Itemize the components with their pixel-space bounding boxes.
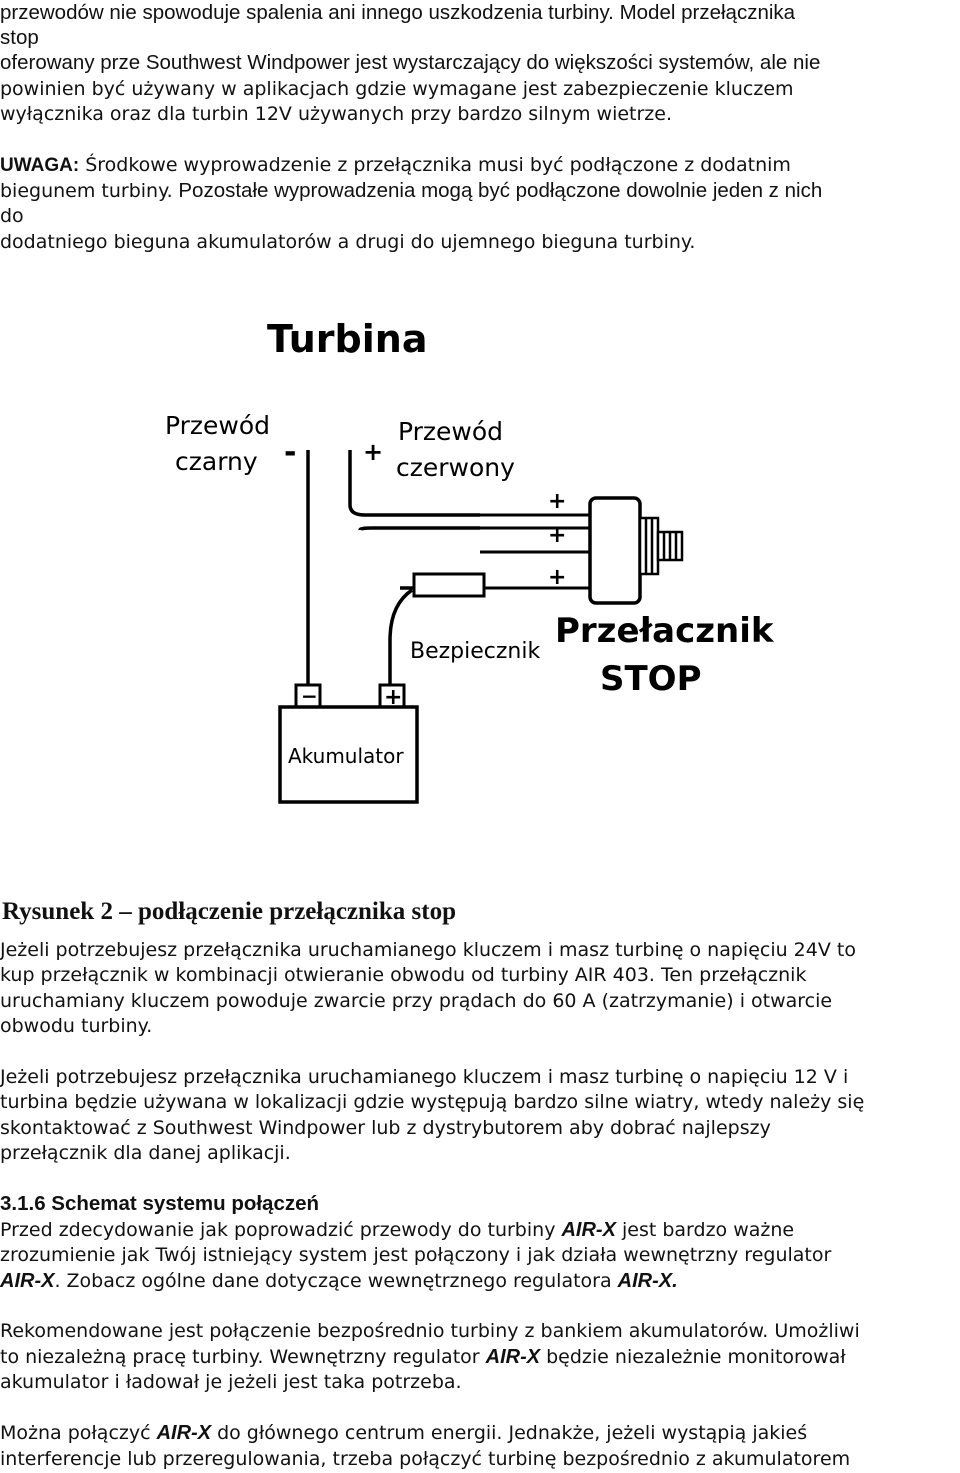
switch-leads (480, 513, 590, 590)
intro-line-1: przewodów nie spowoduje spalenia ani inn… (0, 1, 796, 24)
warning-label: UWAGA: (0, 155, 80, 176)
black-wire-label-1: Przewód (165, 411, 270, 440)
warning-line-2: biegunem turbiny. Pozostałe wyprowadzeni… (0, 179, 823, 202)
battery-plus-label: + (384, 685, 402, 710)
para1-line-4: obwodu turbiny. (0, 1015, 153, 1037)
para2-line-4: przełącznik dla danej aplikacji. (0, 1142, 291, 1164)
para3-line-2: to niezależną pracę turbiny. Wewnętrzny … (0, 1346, 846, 1368)
plus-label-1: + (548, 489, 566, 514)
fuse-label: Bezpiecznik (410, 639, 540, 664)
para2-line-2: turbina będzie używana w lokalizacji gdz… (0, 1091, 865, 1113)
black-wire-label-2: czarny (175, 447, 258, 476)
warning-line-1: UWAGA: Środkowe wyprowadzenie z przełącz… (0, 154, 791, 176)
para4-line-1: Można połączyć AIR-X do głównego centrum… (0, 1422, 808, 1444)
battery-minus-label: − (301, 684, 318, 708)
para3-line-3: akumulator i ładował je jeżeli jest taka… (0, 1371, 462, 1393)
battery-icon (278, 705, 419, 804)
para2-line-1: Jeżeli potrzebujesz przełącznika urucham… (0, 1066, 849, 1088)
figure-caption: Rysunek 2 – podłączenie przełącznika sto… (2, 898, 456, 925)
minus-label: - (284, 435, 296, 470)
switch-label-1: Przełacznik (555, 611, 775, 651)
intro-line-5: wyłącznika oraz dla turbin 12V używanych… (0, 103, 672, 125)
plus-label-3: + (548, 565, 566, 590)
fuse-icon (412, 572, 486, 598)
para1-line-1: Jeżeli potrzebujesz przełącznika urucham… (0, 939, 856, 961)
red-wire-label-2: czerwony (396, 453, 515, 482)
warning-line-4: dodatniego bieguna akumulatorów a drugi … (0, 231, 696, 253)
switch-label-2: STOP (600, 659, 702, 699)
intro-line-2: stop (0, 26, 39, 49)
para4-line-2: interferencje lub przeregulowania, trzeb… (0, 1448, 851, 1470)
para3-line-1: Rekomendowane jest połączenie bezpośredn… (0, 1320, 860, 1342)
battery-label: Akumulator (288, 744, 404, 768)
switch-knob-icon (638, 516, 684, 576)
para2-line-3: skontaktować z Southwest Windpower lub z… (0, 1117, 771, 1139)
warning-line-3: do (0, 205, 24, 227)
red-wire-label-1: Przewód (398, 417, 503, 446)
intro-line-4: powinien być używany w aplikacjach gdzie… (0, 78, 794, 100)
section-line-3: AIR-X. Zobacz ogólne dane dotyczące wewn… (0, 1270, 678, 1292)
section-line-1: Przed zdecydowanie jak poprowadzić przew… (0, 1219, 795, 1241)
section-heading: 3.1.6 Schemat systemu połączeń (0, 1192, 320, 1215)
switch-body-icon (588, 496, 642, 605)
para1-line-3: uruchamiany kluczem powoduje zwarcie prz… (0, 990, 833, 1012)
wiring-diagram: Turbina Przewód czarny - Przewód czerwon… (165, 317, 775, 804)
intro-line-3: oferowany prze Southwest Windpower jest … (0, 51, 821, 74)
section-line-2: zrozumienie jak Twój istniejący system j… (0, 1244, 832, 1266)
diagram-title: Turbina (267, 317, 427, 361)
plus-label-top: + (363, 438, 383, 466)
para1-line-2: kup przełącznik w kombinacji otwieranie … (0, 964, 807, 986)
